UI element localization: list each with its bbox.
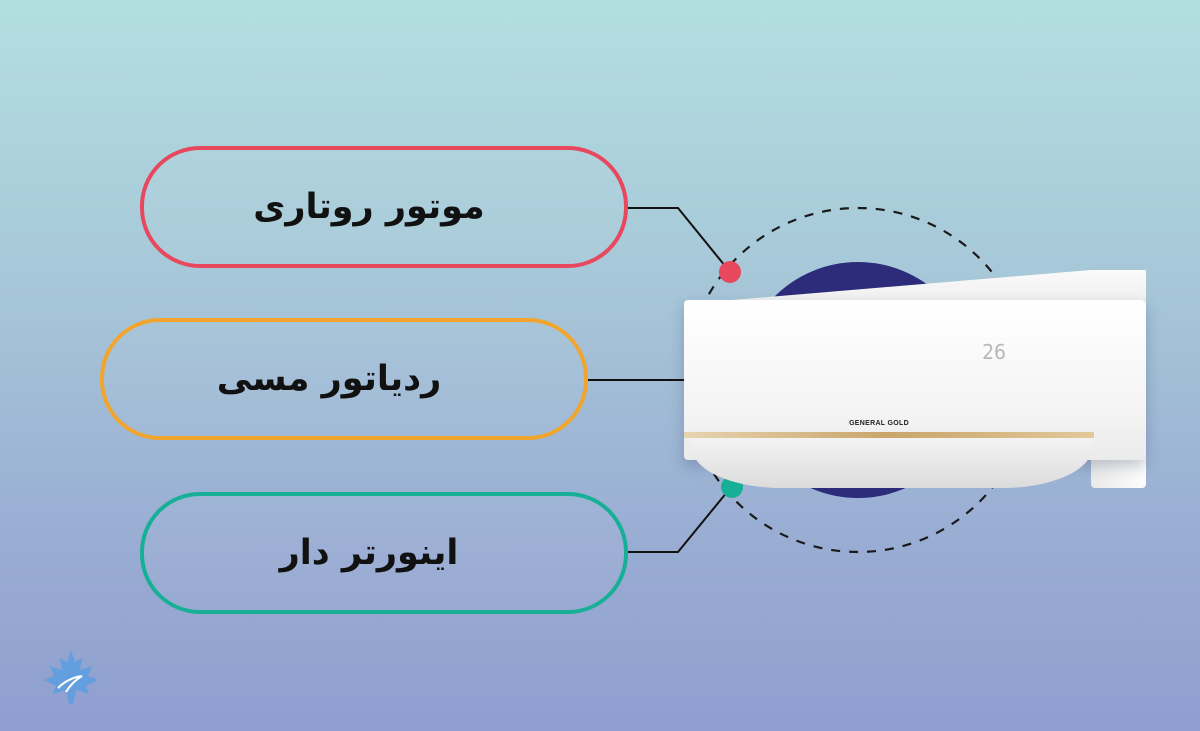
air-outlet-panel [692,438,1092,488]
connector-dot-1 [719,261,741,283]
maple-leaf-logo-icon [44,650,98,704]
feature-copper-radiator: ردیاتور مسی [100,318,588,440]
air-conditioner-unit: 26 GENERAL GOLD [684,270,1146,494]
connector-line-3 [628,485,733,553]
feature-inverter: اینورتر دار [140,492,628,614]
feature-label: اینورتر دار [279,533,459,573]
unit-top-panel [684,270,1146,304]
temperature-display: 26 [982,340,1007,364]
feature-rotary-motor: موتور روتاری [140,146,628,268]
brand-label: GENERAL GOLD [849,420,909,427]
gold-trim [684,432,1094,438]
feature-label: موتور روتاری [253,187,485,227]
feature-label: ردیاتور مسی [216,359,442,399]
connector-line-1 [628,207,731,273]
